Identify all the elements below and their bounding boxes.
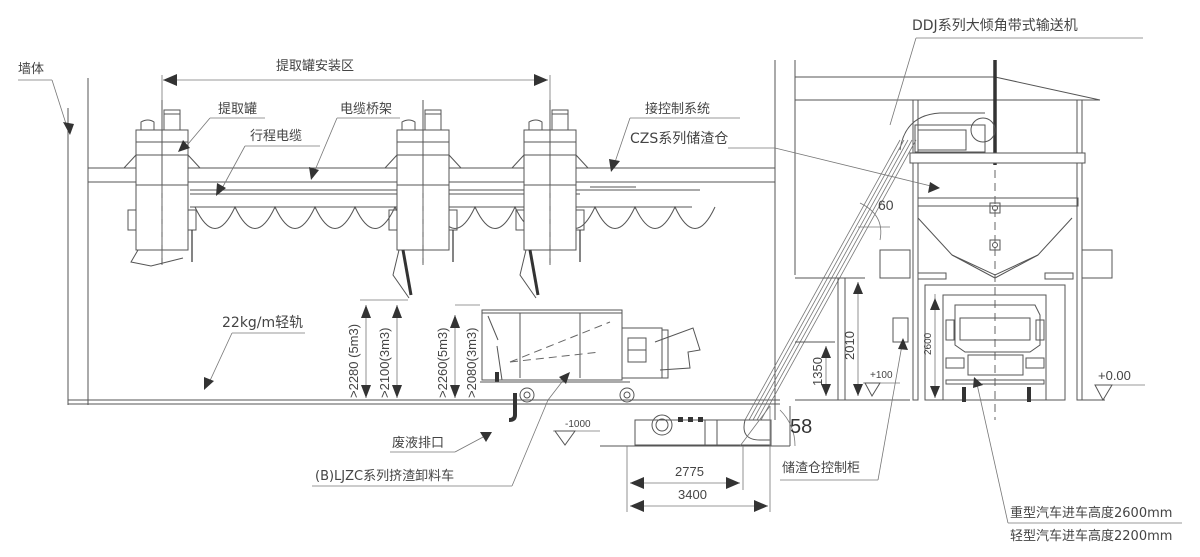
- pit-elevation-marker: [553, 430, 600, 446]
- to-control-system-leader: [609, 117, 740, 172]
- truck-height-leader: [973, 377, 1182, 524]
- tank-lug: [388, 209, 398, 231]
- truck-height-dim: [930, 294, 940, 398]
- conveyor-belt-line: [752, 139, 909, 421]
- rail-leader: [204, 332, 305, 390]
- conveyor-tail: [600, 406, 791, 447]
- waste-outlet-leader: [390, 432, 492, 453]
- cart-3m3-dim: >2080(3m3): [464, 328, 479, 398]
- cable-tray-label: 电缆桥架: [340, 101, 392, 117]
- travel-cable-leader: [216, 145, 320, 196]
- conveyor-support-dims: [795, 277, 910, 401]
- travel-cable-label: 行程电缆: [250, 128, 302, 144]
- festoon-cable: [194, 205, 716, 229]
- conveyor-belt-line: [756, 139, 913, 421]
- unloading-cart-label: (B)LJZC系列挤渣卸料车: [315, 468, 454, 484]
- conveyor-belt-line: [744, 139, 901, 421]
- tank-lug: [515, 209, 525, 231]
- rail-label: 22kg/m轻轨: [222, 315, 303, 331]
- clearance-3m3-tank: >2100(3m3): [377, 328, 392, 398]
- extraction-tank-2: [384, 100, 462, 299]
- tank-brace: [187, 154, 201, 169]
- incline-conveyor: [743, 139, 917, 441]
- tank-discharge-door: [392, 249, 410, 299]
- tank-brace: [575, 154, 589, 169]
- tank-manhole: [528, 119, 543, 130]
- ground-line: [68, 399, 780, 405]
- tank-discharge-door: [519, 249, 537, 299]
- tank-motor: [163, 109, 181, 131]
- tank-door-arm: [401, 249, 413, 296]
- truck-height: 2600: [923, 332, 934, 355]
- platform-elevation: +100: [870, 370, 893, 381]
- tank-manhole: [140, 119, 155, 130]
- extraction-tank-leader: [178, 117, 265, 152]
- travel-cable-festoon: [194, 205, 716, 229]
- storage-bin-label: CZS系列储渣仓: [630, 131, 728, 147]
- tank-lug: [187, 209, 197, 231]
- extraction-tank-1: [123, 100, 201, 267]
- tank-lug: [127, 209, 137, 231]
- conveyor-h1: 1350: [810, 357, 825, 386]
- tank-brace: [448, 154, 462, 169]
- wall: [67, 78, 89, 405]
- unloading-cart: [480, 309, 701, 422]
- wall-label: 墙体: [18, 62, 44, 77]
- unloading-cart-leader: [312, 372, 570, 487]
- install-zone-label: 提取罐安装区: [276, 58, 354, 74]
- tank-door-arm: [528, 249, 540, 296]
- conveyor-angle-arc: [739, 405, 796, 447]
- pit-elevation: -1000: [565, 419, 591, 430]
- wall-leader: [18, 79, 74, 135]
- tank-brace: [511, 154, 525, 169]
- tank-motor: [424, 109, 442, 131]
- conveyor-angle: 58: [790, 416, 812, 438]
- truck: [942, 294, 1047, 402]
- bin-control-cabinet: [892, 317, 909, 343]
- bin-control-cabinet-leader: [780, 338, 908, 481]
- extraction-tank-3: [511, 100, 589, 299]
- storage-bin-leader: [728, 147, 940, 193]
- bin-angle: 60: [878, 197, 894, 213]
- conveyor-leader: [889, 37, 1143, 126]
- tank-discharge: [130, 249, 184, 267]
- heavy-truck-note: 重型汽车进车高度2600mm: [1010, 505, 1172, 521]
- ground-elevation: +0.00: [1098, 368, 1131, 383]
- ground-elevation-marker: [1082, 384, 1145, 402]
- tank-clearance-dims: [360, 299, 480, 398]
- waste-outlet-label: 废液排口: [392, 435, 444, 451]
- building-frame: [774, 60, 1101, 420]
- conveyor-belt-line: [748, 139, 905, 421]
- cable-tray-leader: [309, 117, 400, 180]
- tank-motor: [551, 109, 569, 131]
- dim-3400: 3400: [678, 487, 707, 502]
- tank-manhole: [401, 119, 416, 130]
- conveyor-label: DDJ系列大倾角带式输送机: [912, 18, 1078, 34]
- horizontal-dims: [626, 406, 771, 512]
- conveyor-h2: 2010: [842, 331, 857, 360]
- tank-brace: [384, 154, 398, 169]
- clearance-5m3-tank: >2280 (5m3): [346, 324, 361, 398]
- light-truck-note: 轻型汽车进车高度2200mm: [1010, 528, 1172, 544]
- bin-control-cabinet-label: 储渣仓控制柜: [782, 461, 860, 476]
- platform-elevation-marker: [863, 382, 900, 398]
- tank-brace: [123, 154, 137, 169]
- cart-5m3-dim: >2260(5m3): [435, 328, 450, 398]
- dim-2775: 2775: [675, 464, 704, 479]
- extraction-tank-label: 提取罐: [218, 101, 257, 117]
- conveyor-head: [899, 112, 996, 153]
- bin-angle-arc: [858, 202, 890, 241]
- to-control-system-label: 接控制系统: [645, 101, 710, 117]
